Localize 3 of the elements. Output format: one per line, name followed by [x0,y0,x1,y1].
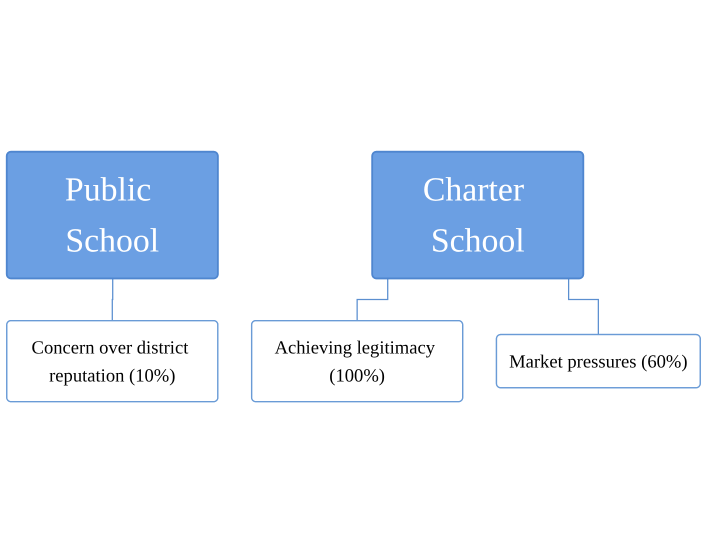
connector [568,278,600,336]
connector [112,278,114,322]
connector [356,278,388,322]
